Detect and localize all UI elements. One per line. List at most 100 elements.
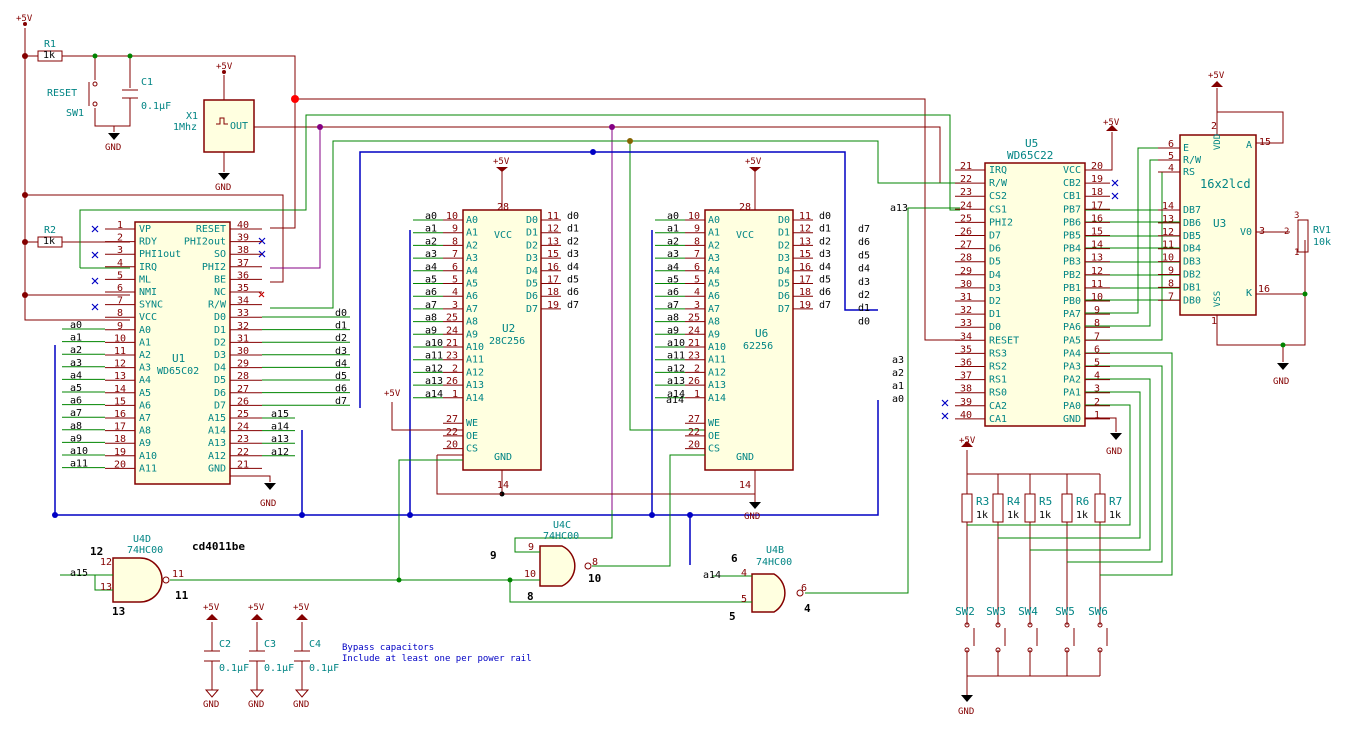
u1-pin-number: 2 (117, 233, 123, 244)
u2-pin-name: A3 (466, 253, 478, 264)
vcc-label: +5V (16, 14, 33, 24)
u2-ref: U2 (502, 322, 516, 335)
u5-pin-name: PB5 (1063, 231, 1081, 242)
u4b-value: 74HC00 (756, 557, 793, 568)
u1-pin-number: 38 (237, 245, 249, 256)
switch-contact (1064, 622, 1070, 628)
u5-rs-label: a0 (892, 394, 904, 405)
u5-pin-number: 13 (1091, 253, 1103, 264)
u1-pin-number: 16 (114, 409, 126, 420)
u5-pin-number: 18 (1091, 187, 1103, 198)
u1-pin-number: 25 (237, 409, 249, 420)
u6-net-label: a8 (667, 313, 679, 324)
u6-pin-name: D6 (778, 291, 790, 302)
c3-gnd: GND (248, 700, 265, 710)
u2-pin-name: A6 (466, 291, 478, 302)
u4c-out: 8 (592, 557, 599, 568)
u6-pin-name: A11 (708, 355, 726, 366)
u2-pin-number: 19 (547, 300, 559, 311)
u6-ref: U6 (755, 327, 769, 340)
u5-pin-name: PHI2 (989, 217, 1013, 228)
u2-pin-number: 26 (446, 376, 458, 387)
u6-pin-number: 20 (688, 440, 700, 451)
u5-pin-number: 12 (1091, 266, 1103, 277)
u2-pin-name: D1 (526, 228, 538, 239)
u4d-value: 74HC00 (127, 545, 164, 556)
u6-net-label: a9 (667, 325, 679, 336)
u1-pin-number: 21 (237, 459, 249, 470)
u6-pin-name: OE (708, 431, 720, 442)
u2-net-label: a8 (425, 313, 437, 324)
u6-pin-name: D0 (778, 215, 790, 226)
u2-pin-name: D3 (526, 253, 538, 264)
u5-pin-number: 14 (1091, 240, 1103, 251)
u5-pin-number: 8 (1094, 318, 1100, 329)
u5-pin-name: PB3 (1063, 257, 1081, 268)
u1-pin-number: 15 (114, 396, 126, 407)
u2-vcc-supply: +5V (493, 157, 510, 167)
u4b-out: 6 (801, 583, 808, 594)
u1-pin-name: A0 (139, 325, 151, 336)
u2-pin-number: 21 (446, 338, 458, 349)
switch-contact (964, 647, 970, 653)
u2-value: 28C256 (489, 336, 526, 347)
net-label-addr: a10 (70, 446, 88, 457)
u3-k: K (1246, 288, 1253, 299)
u6-data-rev-label: d2 (858, 290, 870, 301)
u1-pin-number: 34 (237, 296, 249, 307)
u6-gnd-label: GND (744, 512, 761, 522)
u4d-ref: U4D (133, 534, 152, 545)
u2-pin-name: CS (466, 444, 478, 455)
u5-pin-number: 37 (960, 371, 972, 382)
rv1-pin3: 3 (1294, 211, 1300, 221)
r2-ref: R2 (44, 225, 57, 236)
net-label-addr: a15 (70, 568, 88, 579)
u3-pin-number: 4 (1168, 163, 1174, 174)
u6-data-label: d3 (819, 249, 831, 260)
u6-net-label: a5 (667, 275, 679, 286)
u2-net-label: a11 (425, 351, 443, 362)
u6-pin-number: 5 (694, 275, 700, 286)
net-label-addr: a11 (70, 459, 88, 470)
u5-pin-name: RS3 (989, 348, 1007, 359)
u2-pin-number: 7 (452, 249, 458, 260)
u2-net-label: a13 (425, 376, 443, 387)
net-label-data: d5 (335, 371, 347, 382)
u6-pin-number: 25 (688, 313, 700, 324)
u1-pin-name: A2 (139, 350, 151, 361)
u1-pin-number: 24 (237, 422, 249, 433)
switch-gnd: GND (958, 707, 975, 717)
u6-net-label: a7 (667, 300, 679, 311)
u1-pin-name: A10 (139, 451, 157, 462)
u1-pin-number: 6 (117, 283, 123, 294)
u5-rs-label: a3 (892, 355, 904, 366)
r1-value: 1k (43, 50, 56, 61)
u6-net-label: a1 (667, 224, 679, 235)
u4c-ref: U4C (553, 520, 572, 531)
u3-vcc-label: +5V (1208, 71, 1225, 81)
u5-rs-label: a2 (892, 368, 904, 379)
rv1-ref: RV1 (1313, 225, 1332, 236)
net-label-addr: a0 (70, 320, 82, 331)
u6-pin-name: A3 (708, 253, 720, 264)
u5-pin-name: PA6 (1063, 322, 1081, 333)
c2-vcc: +5V (203, 603, 220, 613)
u2-data-label: d7 (567, 300, 579, 311)
u5-pin-name: PB7 (1063, 204, 1081, 215)
u3-pin-number: 9 (1168, 266, 1174, 277)
switch-ref: SW4 (1018, 605, 1038, 618)
net-label-addr: a5 (70, 383, 82, 394)
x1-ref: X1 (186, 111, 199, 122)
u2-pin-name: D2 (526, 240, 538, 251)
u2-pin-name: A9 (466, 329, 478, 340)
u1-pin-name: GND (208, 463, 226, 474)
u5-pin-name: CA2 (989, 401, 1007, 412)
u5-pin-number: 3 (1094, 384, 1100, 395)
u5-pin-name: D1 (989, 309, 1001, 320)
switch-contact (1064, 647, 1070, 653)
note-line2: Include at least one per power rail (342, 654, 532, 664)
switch-contact (1027, 622, 1033, 628)
u2-pin-number: 6 (452, 262, 458, 273)
u2-pin-number: 10 (446, 211, 458, 222)
u3-pin-number: 7 (1168, 291, 1174, 302)
